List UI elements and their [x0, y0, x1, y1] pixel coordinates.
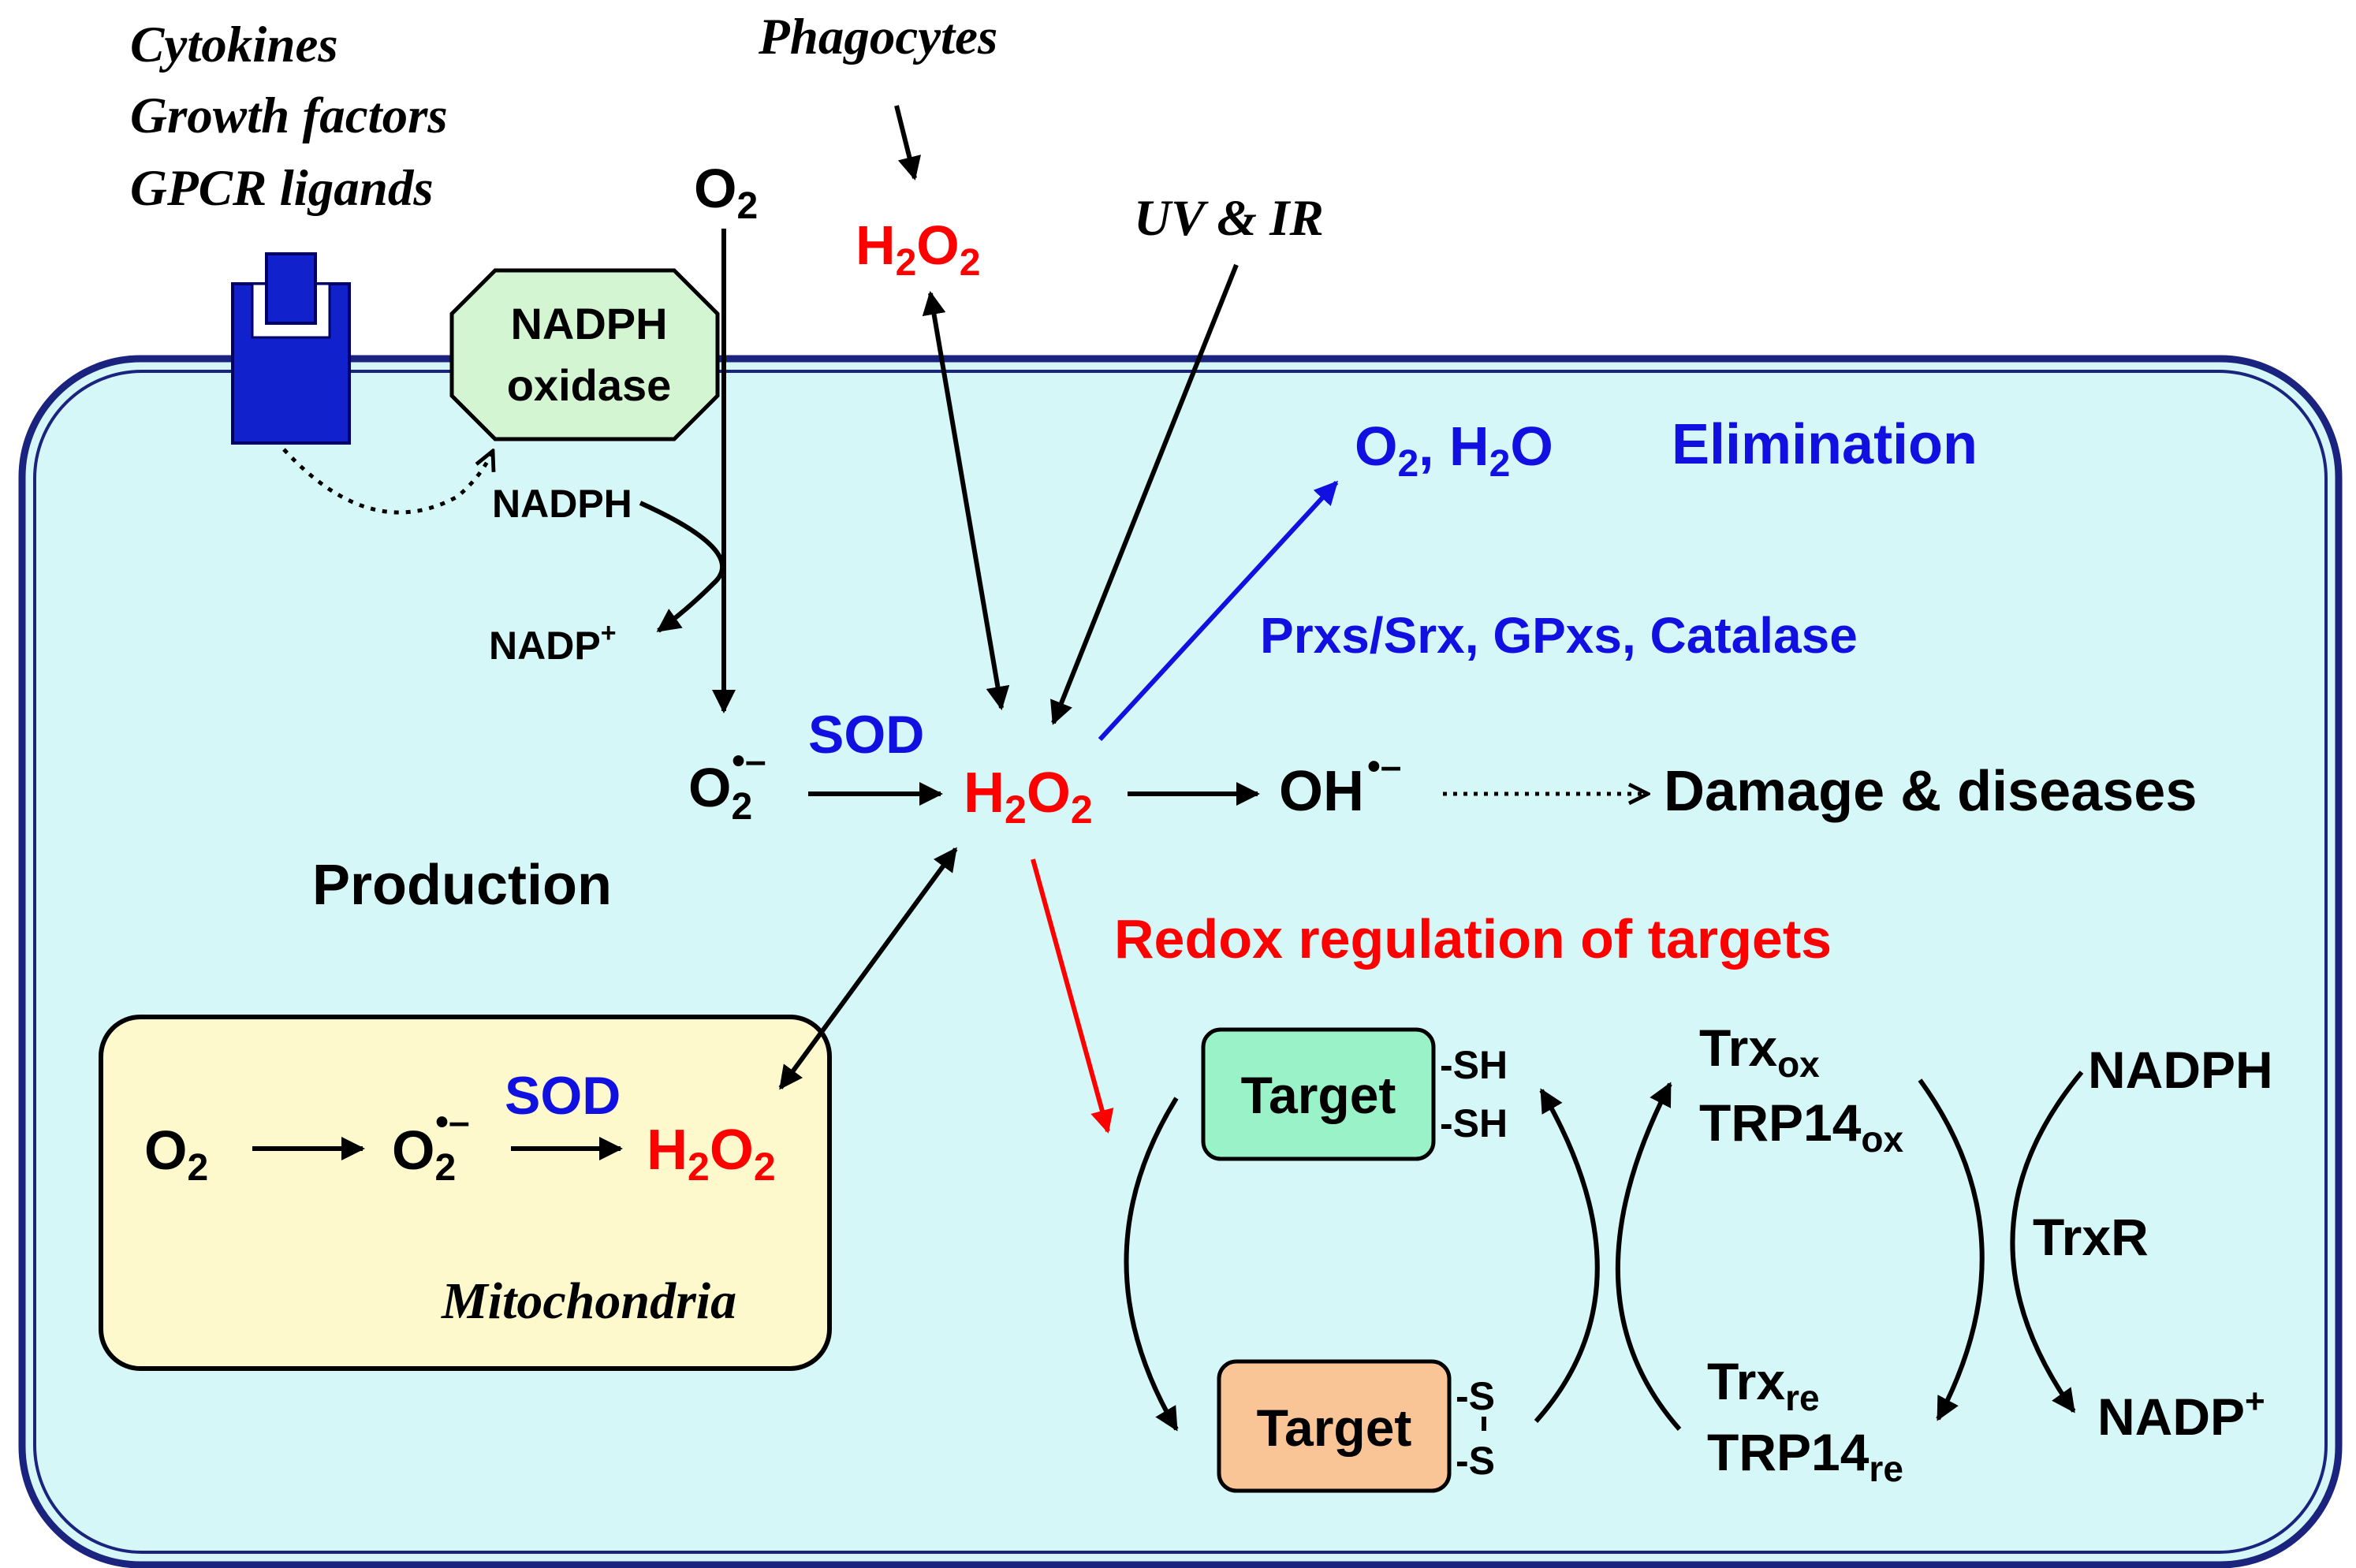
nadp-top: NADP+: [489, 618, 617, 668]
nadp-right: NADP+: [2097, 1382, 2265, 1446]
target-reduced-label: Target: [1241, 1066, 1396, 1124]
superoxide-main: O2•–: [688, 740, 766, 828]
o2-top: O2: [694, 158, 758, 227]
redox-title: Redox regulation of targets: [1114, 908, 1832, 970]
production-label: Production: [312, 854, 612, 917]
mito-sod: SOD: [505, 1066, 621, 1126]
nadph-oxidase-label-2: oxidase: [507, 360, 672, 410]
arrow-receptor-to-nox: [282, 449, 493, 515]
labels: Cytokines Growth factors GPCR ligands Ph…: [130, 9, 2273, 1489]
arrows: [252, 105, 2084, 1432]
arrow-phagocytes: [894, 105, 922, 181]
arrow-redox: [1031, 858, 1114, 1134]
mito-label: Mitochondria: [441, 1272, 736, 1330]
target-sh-2: -SH: [1440, 1101, 1508, 1145]
elimination-enzymes: Prxs/Srx, GPxs, Catalase: [1260, 607, 1858, 664]
arrow-target-oxidation: [1124, 1097, 1179, 1432]
elimination-products: O2, H2O: [1355, 415, 1553, 485]
arrow-nadph-to-nadp: [639, 501, 725, 633]
arrow-h2o2-exchange: [922, 291, 1010, 710]
mito-superoxide: O2•–: [392, 1101, 470, 1189]
uv-ir-label: UV & IR: [1134, 190, 1324, 247]
phagocytes-label: Phagocytes: [758, 9, 997, 65]
damage-diseases: Damage & diseases: [1664, 760, 2197, 823]
trx-ox: Trxox: [1699, 1019, 1820, 1085]
mito-h2o2: H2O2: [647, 1119, 776, 1189]
stimulus-gpcr-ligands: GPCR ligands: [130, 160, 434, 217]
arrow-uv-ir: [1050, 263, 1239, 725]
nadph-right: NADPH: [2088, 1041, 2273, 1099]
trxr-label: TrxR: [2033, 1208, 2149, 1266]
h2o2-external: H2O2: [856, 214, 980, 284]
nadph-oxidase-octagon: [449, 268, 720, 441]
elimination-title: Elimination: [1672, 413, 1978, 476]
arrow-target-reduction: [1534, 1088, 1600, 1423]
h2o2-center: H2O2: [964, 762, 1093, 832]
stimulus-growth-factors: Growth factors: [130, 88, 448, 144]
target-oxidized-box: [1217, 1359, 1452, 1493]
arrow-nadph-oxidation: [2010, 1071, 2084, 1413]
trp14-ox: TRP14ox: [1699, 1093, 1904, 1160]
arrow-elimination: [1098, 480, 1339, 742]
arrow-trx-reduction: [1918, 1078, 1985, 1421]
target-s-2: -S: [1456, 1439, 1495, 1483]
target-s-1: -S: [1456, 1374, 1495, 1418]
sod-main: SOD: [808, 705, 924, 765]
stimulus-cytokines: Cytokines: [130, 17, 338, 73]
mito-o2: O2: [144, 1119, 208, 1189]
trp14-re: TRP14re: [1707, 1423, 1903, 1489]
arrow-trx-oxidation: [1615, 1082, 1682, 1431]
target-sh-1: -SH: [1440, 1043, 1508, 1087]
receptor-icon: [231, 252, 351, 445]
trx-re: Trxre: [1707, 1352, 1820, 1418]
nadph-oxidase-label-1: NADPH: [510, 299, 667, 348]
target-reduced-box: [1201, 1027, 1436, 1161]
target-oxidized-label: Target: [1257, 1399, 1412, 1457]
nadph-top: NADPH: [492, 482, 632, 526]
mitochondria-box: [99, 1015, 832, 1371]
arrow-mito-exchange: [778, 847, 958, 1090]
hydroxyl-radical: OH•–: [1279, 746, 1402, 823]
